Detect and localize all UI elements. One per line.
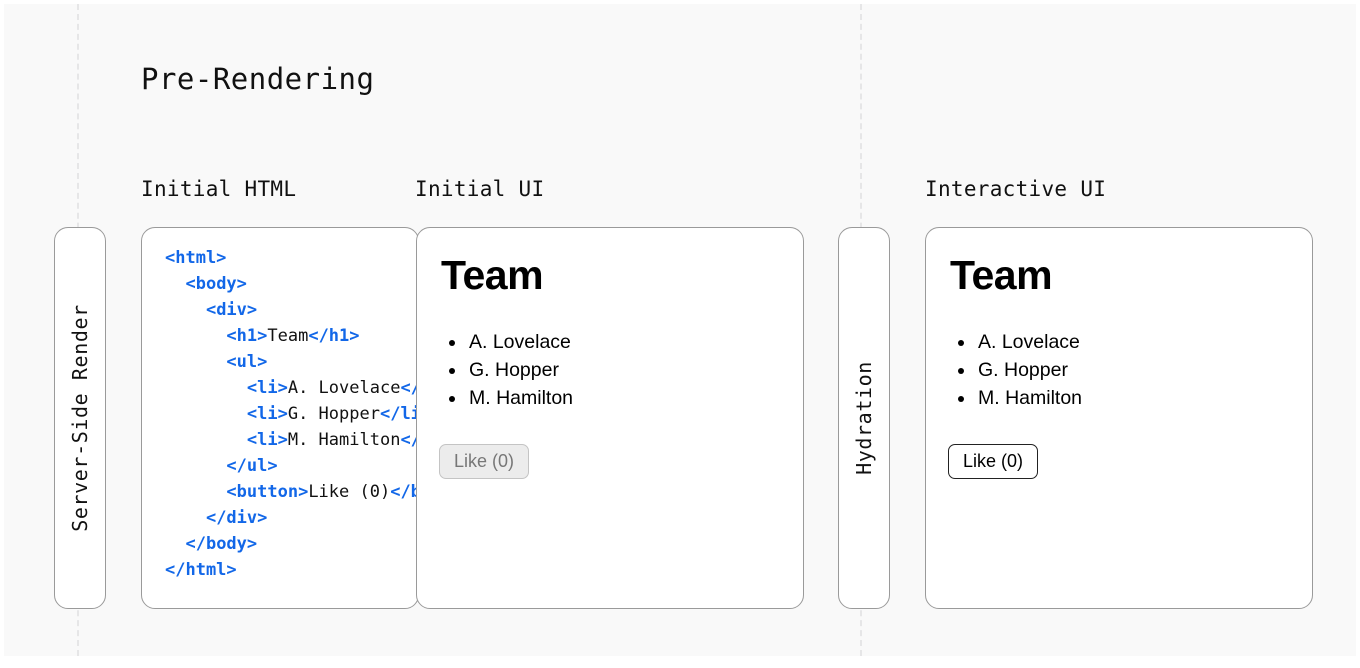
code-line: <li>A. Lovelace</li> — [165, 375, 419, 401]
column-label-initial-ui: Initial UI — [415, 177, 545, 201]
code-block: <html> <body> <div> <h1>Team</h1> <ul> <… — [165, 245, 419, 583]
code-text: Team — [267, 326, 309, 346]
code-tag: </li> — [379, 404, 418, 424]
code-line: </ul> — [165, 453, 418, 479]
initial-html-card: <html> <body> <div> <h1>Team</h1> <ul> <… — [141, 227, 419, 609]
column-label-interactive-ui: Interactive UI — [925, 177, 1107, 201]
code-line: <button>Like (0)</button> — [165, 479, 418, 505]
code-tag: </ul> — [226, 456, 278, 476]
code-tag: <li> — [246, 378, 288, 398]
code-text — [165, 300, 206, 320]
column-label-initial-html: Initial HTML — [141, 177, 297, 201]
code-tag: </body> — [185, 534, 258, 554]
code-tag: <h1> — [226, 326, 268, 346]
diagram-canvas: Pre-Rendering Initial HTML Initial UI In… — [4, 4, 1356, 656]
team-member-item: A. Lovelace — [976, 328, 1082, 356]
code-text: G. Hopper — [287, 404, 380, 424]
code-tag: <ul> — [226, 352, 268, 372]
code-tag: <li> — [246, 430, 288, 450]
code-tag: <html> — [165, 248, 227, 268]
team-member-item: M. Hamilton — [467, 384, 573, 412]
code-text — [165, 274, 185, 294]
code-tag: <li> — [246, 404, 288, 424]
like-button[interactable]: Like (0) — [948, 444, 1039, 479]
code-text: Like (0) — [308, 482, 391, 502]
code-text — [165, 326, 226, 346]
team-member-item: G. Hopper — [467, 356, 573, 384]
team-member-item: M. Hamilton — [976, 384, 1082, 412]
code-text — [165, 508, 206, 528]
code-line: <body> — [165, 271, 418, 297]
preview-heading: Team — [950, 252, 1053, 298]
stage-label-hydration: Hydration — [852, 361, 876, 475]
code-line: <ul> — [165, 349, 418, 375]
code-text: M. Hamilton — [287, 430, 401, 450]
code-text — [165, 404, 247, 424]
stage-server-side-render: Server-Side Render — [54, 227, 106, 609]
initial-ui-card: Team A. LovelaceG. HopperM. Hamilton Lik… — [416, 227, 804, 609]
team-member-list: A. LovelaceG. HopperM. Hamilton — [441, 328, 573, 412]
code-text — [165, 378, 247, 398]
page-title: Pre-Rendering — [141, 62, 375, 96]
preview-heading: Team — [441, 252, 544, 298]
team-member-item: A. Lovelace — [467, 328, 573, 356]
stage-label-server-side-render: Server-Side Render — [68, 304, 93, 532]
code-line: </html> — [165, 557, 418, 583]
code-tag: </html> — [165, 560, 237, 580]
code-line: <h1>Team</h1> — [165, 323, 418, 349]
code-tag: </h1> — [308, 326, 360, 346]
code-line: <li>M. Hamilton</li> — [165, 427, 419, 453]
code-tag: <body> — [185, 274, 247, 294]
stage-hydration: Hydration — [838, 227, 890, 609]
code-text — [165, 534, 185, 554]
team-member-list: A. LovelaceG. HopperM. Hamilton — [950, 328, 1082, 412]
interactive-ui-card: Team A. LovelaceG. HopperM. Hamilton Lik… — [925, 227, 1313, 609]
code-line: <li>G. Hopper</li> — [165, 401, 418, 427]
code-line: </div> — [165, 505, 418, 531]
code-text — [165, 430, 247, 450]
code-line: </body> — [165, 531, 418, 557]
code-text: A. Lovelace — [287, 378, 401, 398]
code-tag: <div> — [205, 300, 258, 320]
like-button-disabled: Like (0) — [439, 444, 530, 479]
code-tag: </li> — [400, 378, 419, 398]
team-member-item: G. Hopper — [976, 356, 1082, 384]
code-tag: </button> — [390, 482, 418, 502]
code-text — [165, 352, 226, 372]
code-line: <html> — [165, 245, 418, 271]
code-tag: </div> — [205, 508, 268, 528]
code-text — [165, 456, 226, 476]
code-tag: </li> — [400, 430, 419, 450]
code-text — [165, 482, 226, 502]
code-tag: <button> — [226, 482, 309, 502]
code-line: <div> — [165, 297, 418, 323]
